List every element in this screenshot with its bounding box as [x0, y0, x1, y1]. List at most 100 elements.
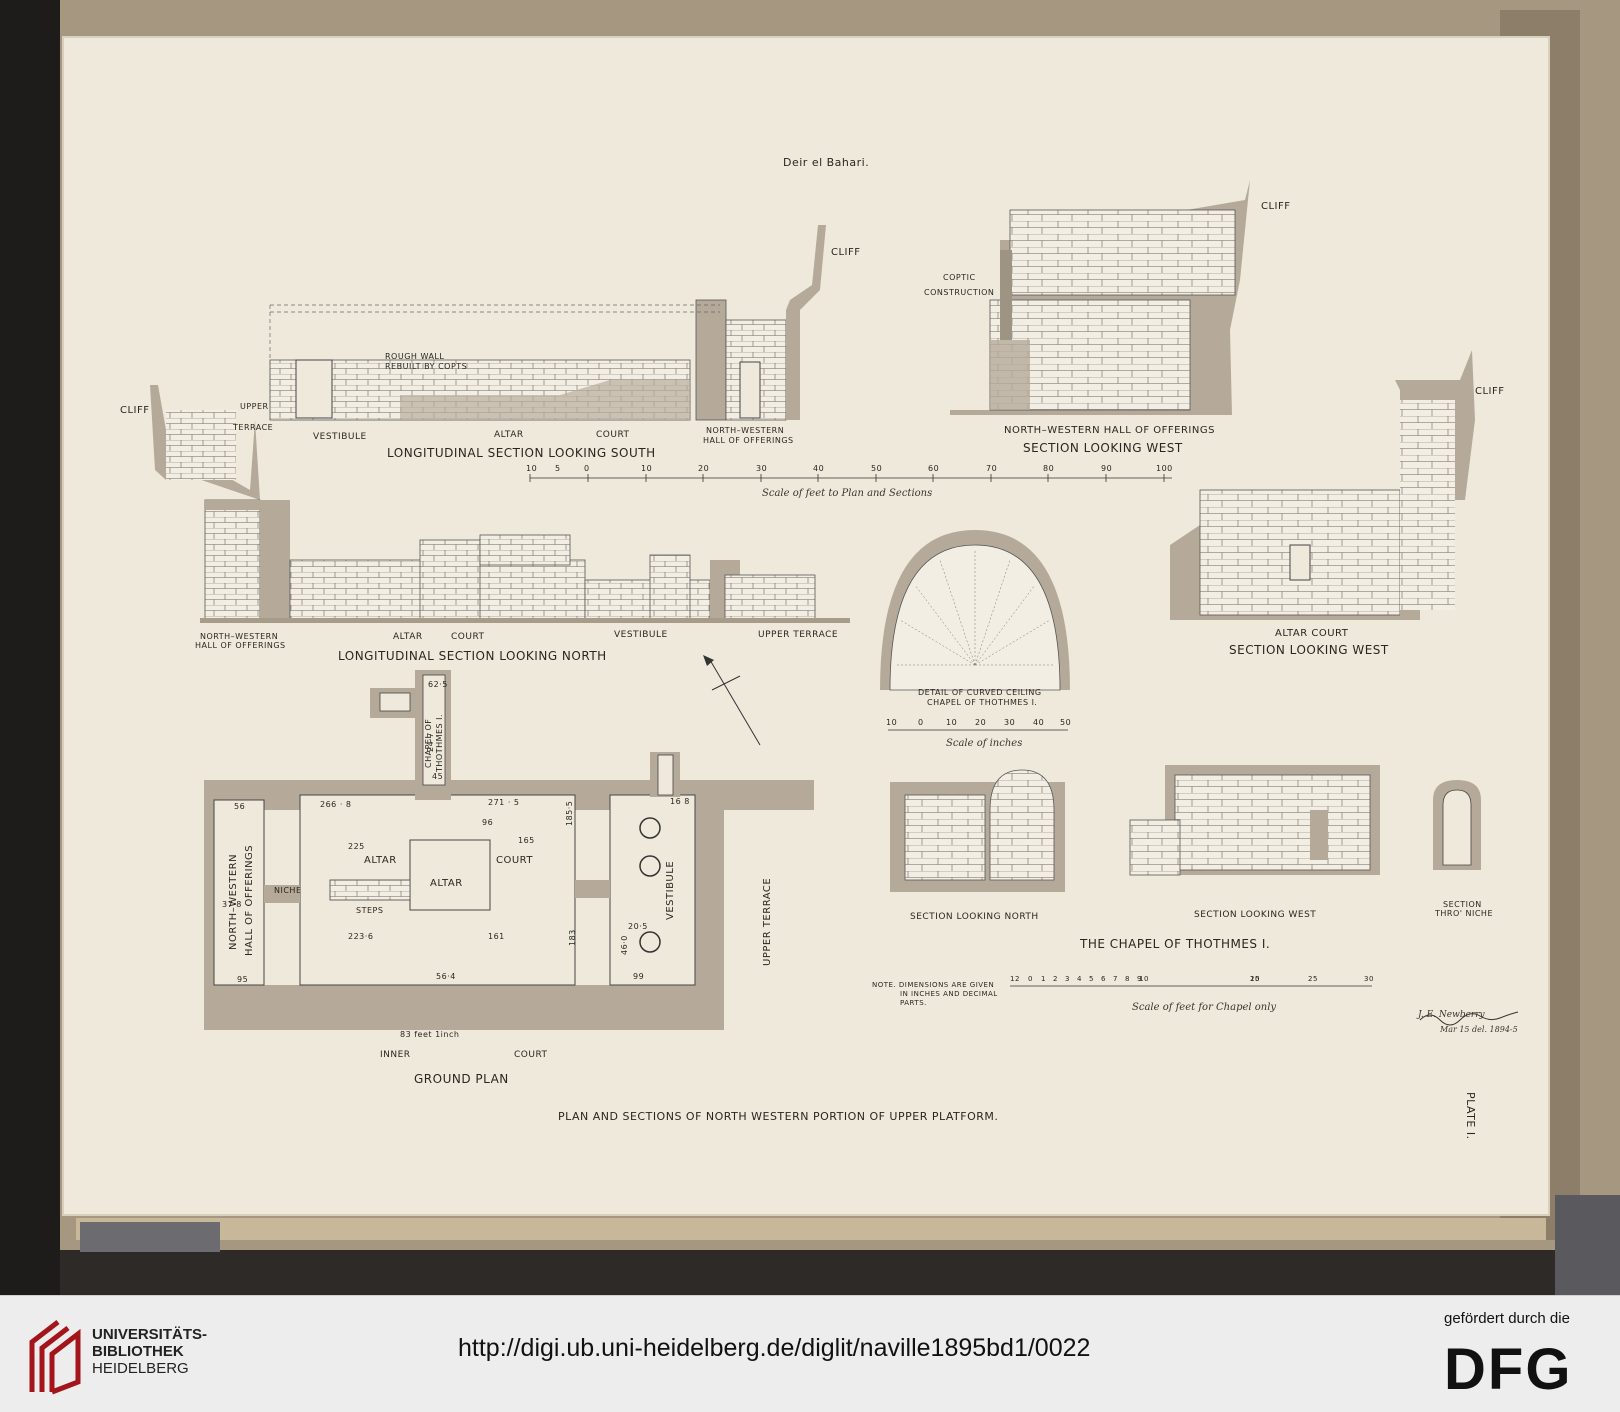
cloth-background-right: [1555, 1195, 1620, 1295]
scale-tick: 5: [555, 464, 561, 473]
scale-tick: 9: [1137, 975, 1142, 983]
library-name: UNIVERSITÄTS- BIBLIOTHEK HEIDELBERG: [92, 1326, 207, 1377]
rough-wall-label-2: REBUILT BY COPTS: [385, 362, 468, 371]
north-vestibule-label: VESTIBULE: [614, 630, 668, 640]
chapel-title: THE CHAPEL OF THOTHMES I.: [1080, 937, 1271, 951]
scale-tick: 2: [1053, 975, 1058, 983]
cloth-background-left: [0, 0, 60, 1295]
plan-vestibule-label: VESTIBULE: [665, 860, 676, 920]
ceiling-detail-drawing: [880, 530, 1070, 691]
ceiling-title-2: CHAPEL OF THOTHMES I.: [927, 698, 1038, 707]
signature-mark: [1419, 1011, 1519, 1026]
scale-tick: 10: [886, 718, 898, 727]
plan-dim: 24·7: [426, 732, 435, 752]
plan-niche-label: NICHE: [274, 886, 302, 895]
scale-tick: 0: [918, 718, 924, 727]
scale-tick: 50: [1060, 718, 1072, 727]
library-name-line-2: BIBLIOTHEK: [92, 1343, 184, 1360]
plan-dim: 56: [234, 802, 246, 811]
plan-dim: 165: [518, 836, 535, 845]
south-hall-label-2: HALL OF OFFERINGS: [703, 436, 794, 445]
ground-plan-title: GROUND PLAN: [414, 1072, 509, 1086]
hall-west-title-1: NORTH–WESTERN HALL OF OFFERINGS: [1004, 425, 1215, 436]
scale-tick: 80: [1043, 464, 1055, 473]
south-cliff-right: CLIFF: [831, 247, 861, 258]
chapel-niche-label-2: THRO' NICHE: [1435, 909, 1493, 918]
scale-tick: 70: [986, 464, 998, 473]
scale-tick: 60: [928, 464, 940, 473]
coptic-label-1: COPTIC: [943, 273, 976, 282]
note-line-1: NOTE. DIMENSIONS ARE GIVEN: [872, 981, 995, 989]
scale-tick: 0: [584, 464, 590, 473]
plan-dim: 185·5: [565, 800, 574, 826]
south-altar-label: ALTAR: [494, 430, 524, 440]
scale-tick: 7: [1113, 975, 1118, 983]
south-terrace-label: TERRACE: [233, 423, 274, 432]
scale-tick: 5: [1089, 975, 1094, 983]
plan-chapel-label-2: THOTHMES I.: [435, 713, 444, 772]
hall-west-drawing: [950, 180, 1250, 415]
scale-tick: 30: [1004, 718, 1016, 727]
plan-dim: 45: [432, 772, 444, 781]
north-hall-label-1: NORTH–WESTERN: [200, 632, 279, 641]
signature: J. E. Newberry: [1418, 1010, 1485, 1020]
chapel-west-label: SECTION LOOKING WEST: [1194, 910, 1317, 920]
scale-tick: 3: [1065, 975, 1070, 983]
plan-dim: 161: [488, 932, 505, 941]
hall-west-title-2: SECTION LOOKING WEST: [1023, 441, 1183, 455]
plan-dim: 95: [237, 975, 249, 984]
section-north-title: LONGITUDINAL SECTION LOOKING NORTH: [338, 649, 607, 663]
page-edge: [76, 1218, 1546, 1240]
scale-tick: 20: [1250, 975, 1260, 983]
ceiling-scale-caption: Scale of inches: [946, 738, 1023, 749]
plan-dim: 62·5: [428, 680, 448, 689]
scale-tick: 1: [1041, 975, 1046, 983]
plate-caption: PLAN AND SECTIONS OF NORTH WESTERN PORTI…: [558, 1110, 999, 1123]
architectural-drawings: [150, 180, 1519, 1030]
plan-inner-label: INNER: [380, 1050, 411, 1060]
plan-dim: 96: [482, 818, 494, 827]
plan-dim: 271 · 5: [488, 798, 520, 807]
scale-tick: 25: [1308, 975, 1318, 983]
plan-dim: 56·4: [436, 972, 456, 981]
altar-west-cliff: CLIFF: [1475, 386, 1505, 397]
altar-west-title-1: ALTAR COURT: [1275, 628, 1349, 639]
scale-tick: 10: [946, 718, 958, 727]
south-cliff-left: CLIFF: [120, 405, 150, 416]
plan-dim: 46·0: [620, 935, 629, 955]
ceiling-title-1: DETAIL OF CURVED CEILING: [918, 688, 1042, 697]
chapel-north-label: SECTION LOOKING NORTH: [910, 912, 1039, 922]
altar-west-title-2: SECTION LOOKING WEST: [1229, 643, 1389, 657]
scale-tick: 50: [871, 464, 883, 473]
section-south-drawing: [150, 225, 826, 500]
plan-dim: 225: [348, 842, 365, 851]
dfg-logo: DFG: [1444, 1337, 1573, 1402]
permalink-url[interactable]: http://digi.ub.uni-heidelberg.de/diglit/…: [458, 1334, 1091, 1362]
plan-altar-label: ALTAR: [430, 878, 463, 889]
plan-dim: 37·8: [222, 900, 242, 909]
scale-tick: 10: [641, 464, 653, 473]
scale-tick: 30: [756, 464, 768, 473]
library-footer: UNIVERSITÄTS- BIBLIOTHEK HEIDELBERG http…: [0, 1295, 1620, 1412]
south-court-label: COURT: [596, 430, 630, 440]
plan-dim: 183: [568, 929, 577, 946]
plan-dim: 20·5: [628, 922, 648, 931]
altar-west-drawing: [1170, 350, 1475, 620]
chapel-niche-label-1: SECTION: [1443, 900, 1482, 909]
scale-tick: 6: [1101, 975, 1106, 983]
scale-tick: 90: [1101, 464, 1113, 473]
scale-ticks: [529, 474, 1165, 482]
chapel-drawings: [890, 765, 1481, 892]
scale-tick: 15: [1250, 975, 1260, 983]
scale-tick: 10: [1139, 975, 1149, 983]
plan-steps-label: STEPS: [356, 906, 384, 915]
plan-hall-label-2: HALL OF OFFERINGS: [244, 844, 255, 956]
plan-dim: 16 8: [670, 797, 690, 806]
rough-wall-label-1: ROUGH WALL: [385, 352, 445, 361]
funding-caption: gefördert durch die: [1444, 1310, 1570, 1327]
scale-tick: 4: [1077, 975, 1082, 983]
main-scale-caption: Scale of feet to Plan and Sections: [762, 488, 933, 499]
ub-heidelberg-logo-icon: [29, 1320, 81, 1395]
plan-court-label: COURT: [496, 855, 534, 866]
section-south-title: LONGITUDINAL SECTION LOOKING SOUTH: [387, 446, 656, 460]
